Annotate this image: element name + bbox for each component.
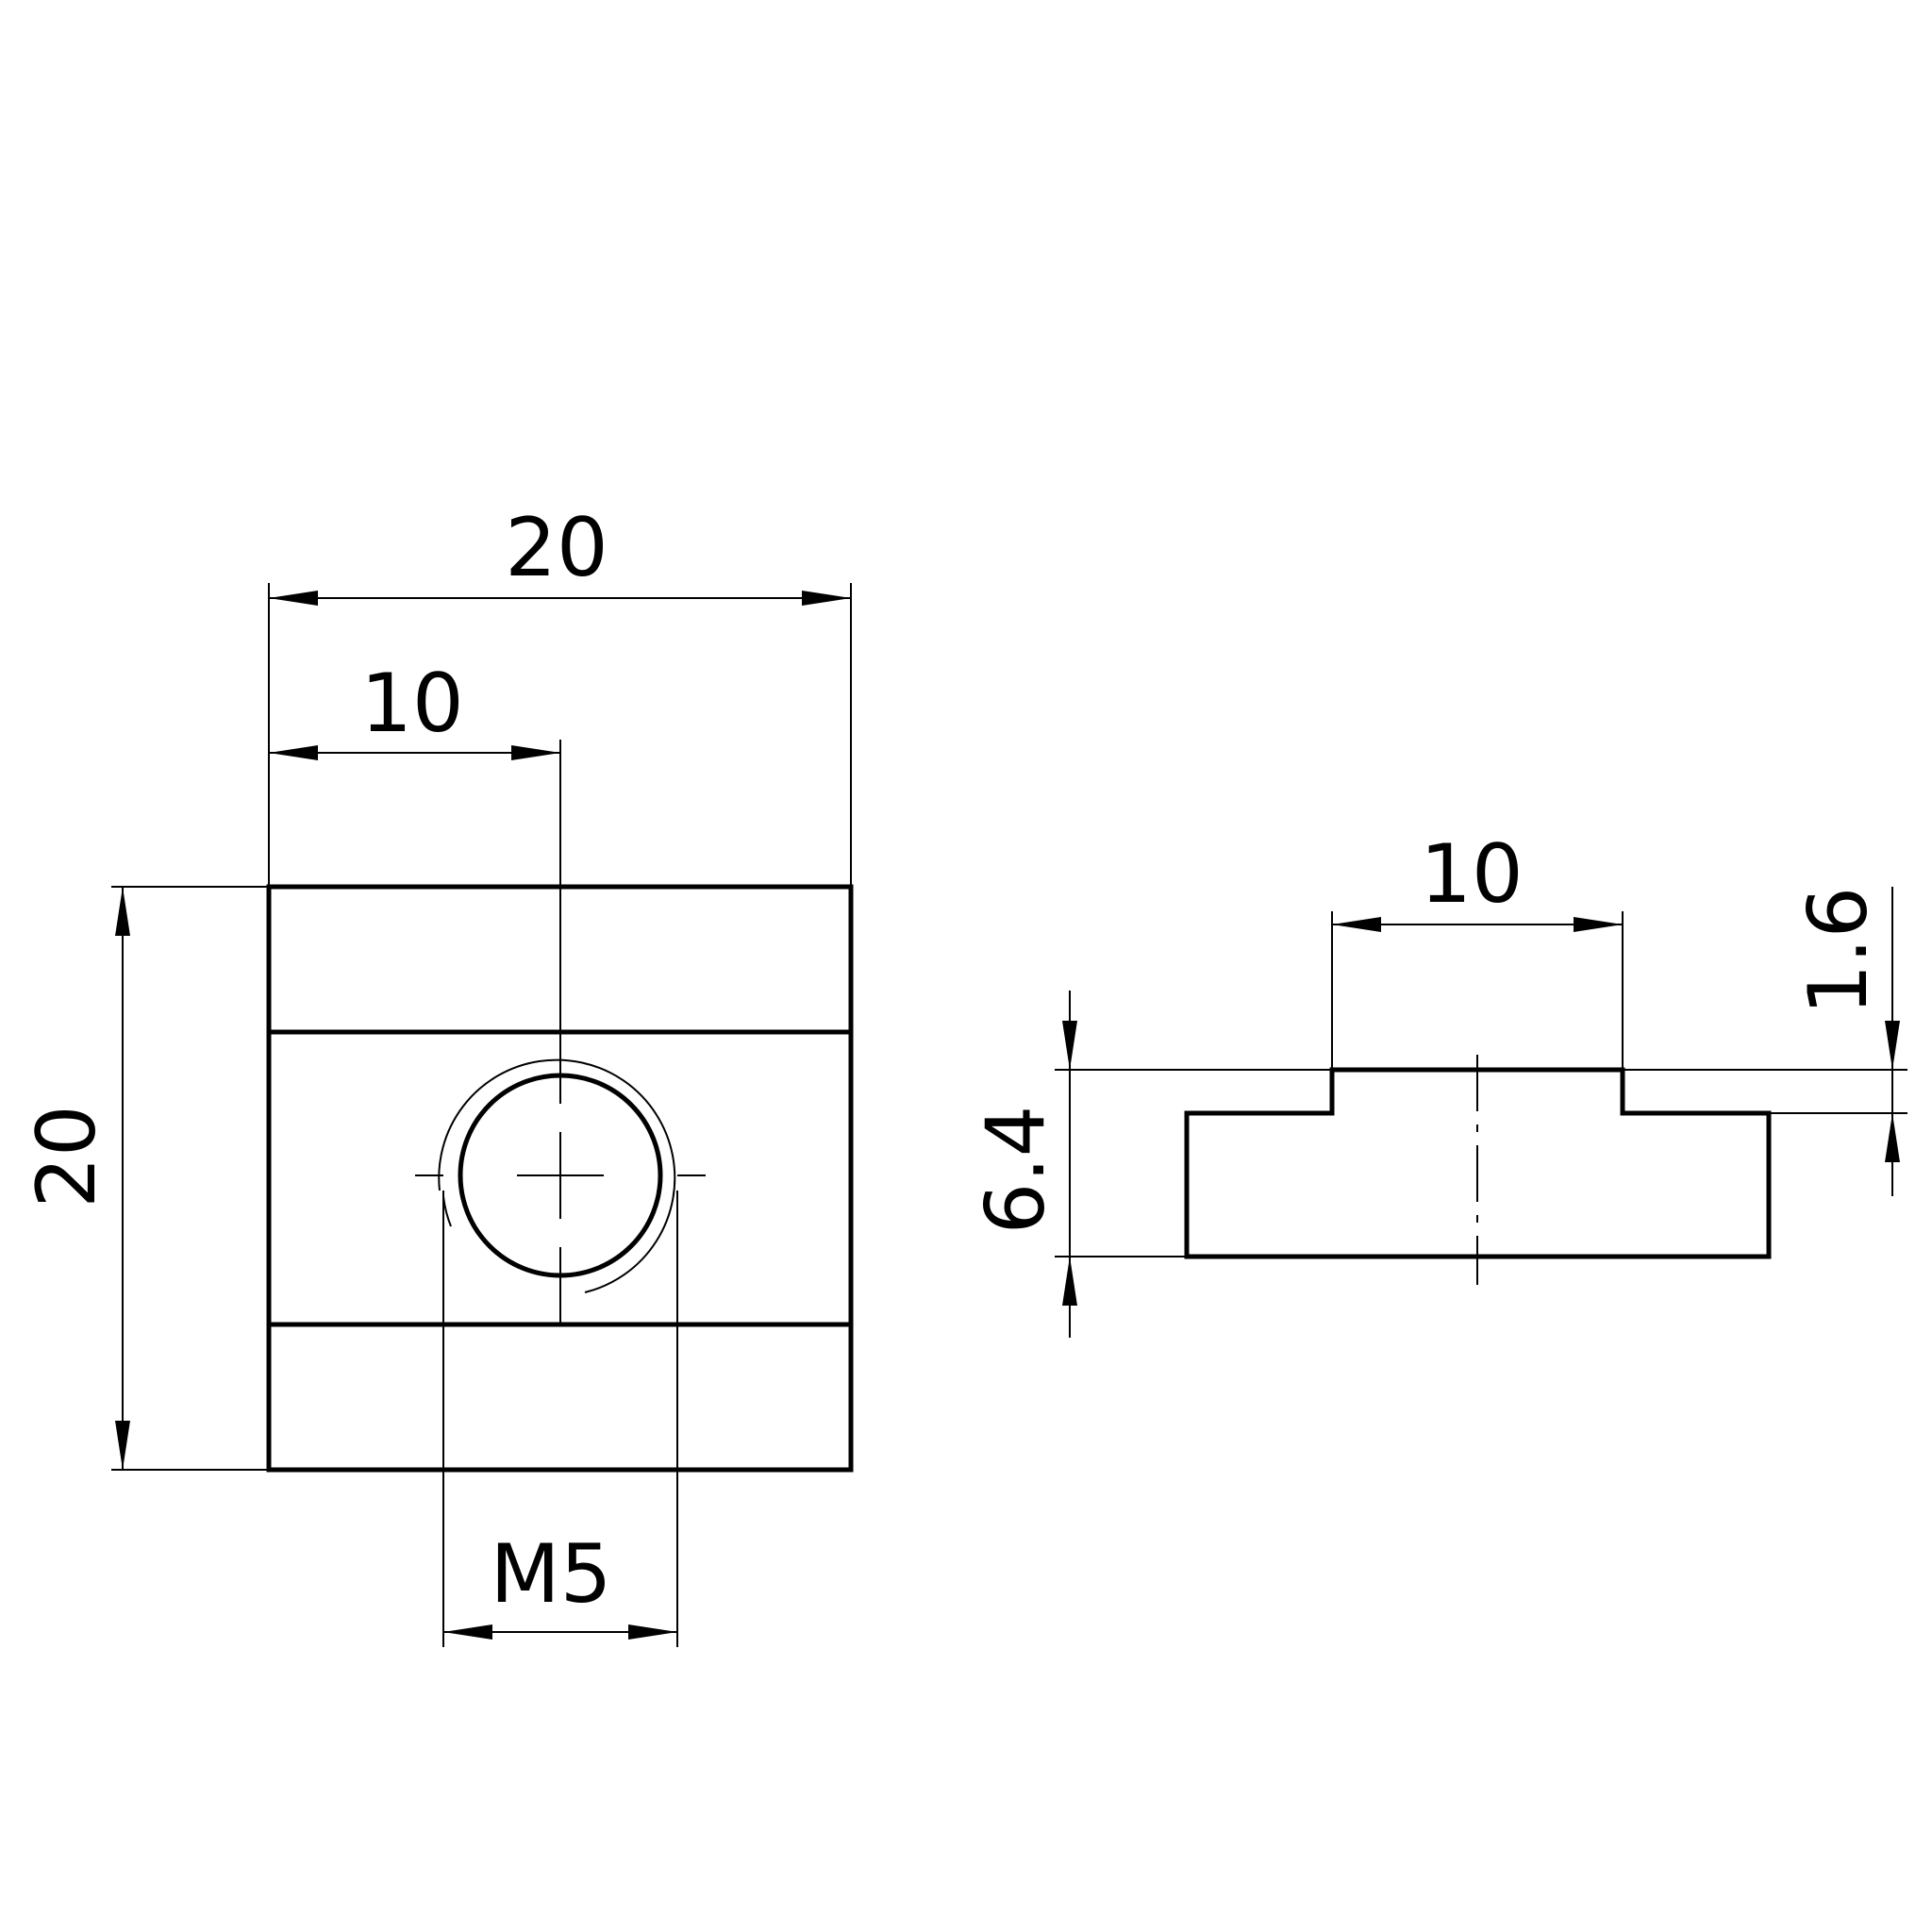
dim-label-side-height: 6.4 <box>969 1106 1063 1235</box>
arrowhead <box>802 591 851 606</box>
arrowhead <box>1574 917 1623 932</box>
arrowhead <box>1885 1021 1900 1070</box>
dim-label-width: 20 <box>505 501 608 595</box>
arrowhead <box>443 1624 492 1640</box>
arrowhead <box>1332 917 1381 932</box>
dim-label-height: 20 <box>20 1105 114 1208</box>
arrowhead <box>115 1421 130 1470</box>
arrowhead <box>1062 1257 1077 1306</box>
dim-label-tongue-width: 10 <box>1420 827 1523 922</box>
arrowhead <box>269 591 318 606</box>
dim-label-hole-offset: 10 <box>360 657 463 751</box>
arrowhead <box>115 887 130 936</box>
front-view: 20 10 20 M5 <box>20 501 854 1647</box>
arrowhead <box>511 745 560 760</box>
side-view: 10 6.4 1.6 <box>969 827 1907 1338</box>
dim-label-step: 1.6 <box>1791 887 1886 1016</box>
dim-label-thread: M5 <box>491 1527 612 1622</box>
arrowhead <box>628 1624 677 1640</box>
arrowhead <box>1062 1021 1077 1070</box>
thread-major-arc-lower <box>442 1195 452 1227</box>
arrowhead <box>1885 1113 1900 1162</box>
thread-major-arc <box>438 1058 676 1293</box>
arrowhead <box>269 745 318 760</box>
